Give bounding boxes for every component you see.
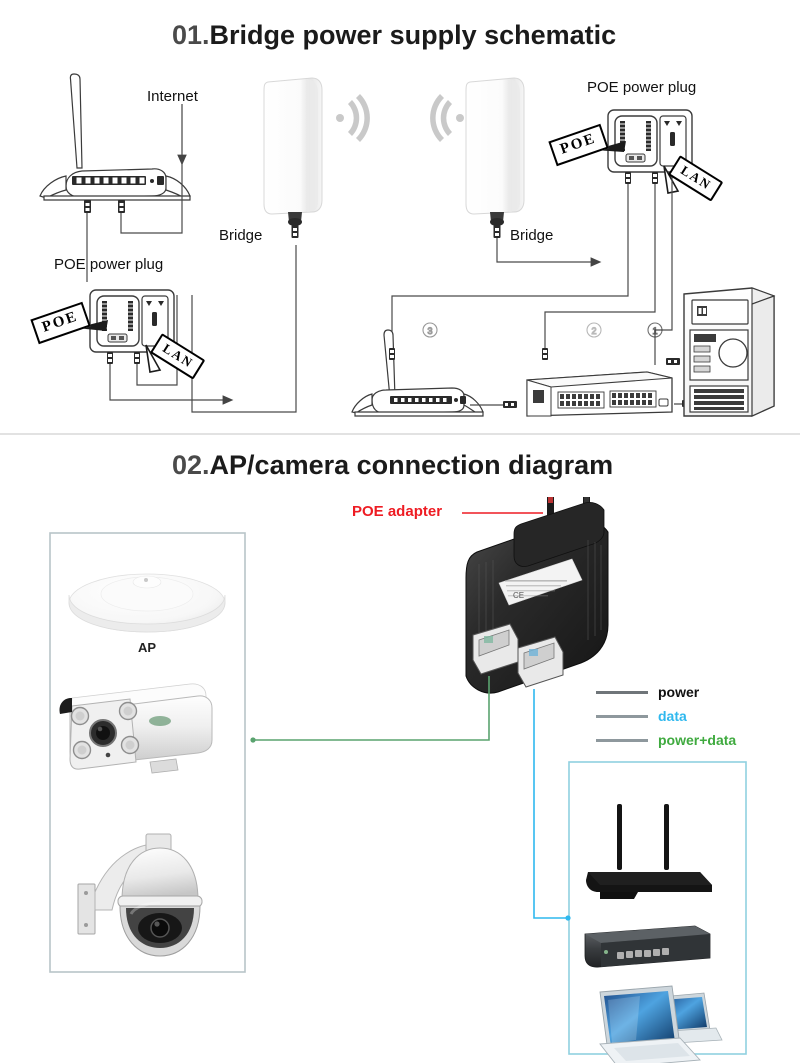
section-02-number: 02. xyxy=(172,450,210,480)
svg-text:2: 2 xyxy=(591,326,596,336)
wifi-router-icon xyxy=(586,804,712,899)
cable-data-to-network xyxy=(533,689,568,919)
section-02-graphics: CE xyxy=(49,497,747,1063)
left-device-group-box xyxy=(49,532,246,973)
wireless-router-right-icon xyxy=(351,329,484,417)
cable-marker-2: 2 xyxy=(586,322,602,338)
section-01-text: Bridge power supply schematic xyxy=(209,20,617,50)
legend-label-data: data xyxy=(658,708,687,724)
section-01-graphics: 3 2 1 xyxy=(39,73,776,417)
cable-powerdata-to-cameras xyxy=(253,676,490,741)
router-left-jacks xyxy=(84,200,125,213)
legend-swatch-power xyxy=(596,690,648,694)
legend-item-powerdata: power+data xyxy=(596,728,736,752)
bridge-cpe-left-icon xyxy=(263,77,323,238)
label-bridge-right: Bridge xyxy=(510,227,554,244)
wireless-router-left-icon xyxy=(39,73,191,201)
poe-adapter-port-lan xyxy=(472,623,519,675)
legend: power data power+data xyxy=(596,680,736,752)
bridge-cpe-right-icon xyxy=(465,77,525,238)
legend-label-powerdata: power+data xyxy=(658,732,737,748)
label-internet: Internet xyxy=(147,88,198,105)
label-bridge-left: Bridge xyxy=(219,227,263,244)
section-01-title: 01.Bridge power supply schematic xyxy=(172,20,616,51)
label-poe-power-plug-right: POE power plug xyxy=(587,79,697,96)
svg-text:1: 1 xyxy=(652,326,657,336)
desktop-computer-icon xyxy=(683,287,776,417)
ceiling-ap-icon xyxy=(68,573,226,633)
bullet-camera-icon xyxy=(59,683,213,774)
legend-item-power: power xyxy=(596,680,736,704)
legend-item-data: data xyxy=(596,704,736,728)
cable-marker-1: 1 xyxy=(647,322,663,338)
poe-adapter-port-poe xyxy=(517,636,564,688)
label-poe-adapter: POE adapter xyxy=(352,503,443,520)
section-01-number: 01. xyxy=(172,20,210,50)
ethernet-switch-icon xyxy=(584,925,711,968)
poe-injector-right-icon xyxy=(607,109,693,184)
svg-text:3: 3 xyxy=(427,326,432,336)
section-02-text: AP/camera connection diagram xyxy=(209,450,614,480)
poe-adapter-icon: CE xyxy=(465,497,609,694)
label-ap: AP xyxy=(138,640,156,655)
section-02-title: 02.AP/camera connection diagram xyxy=(172,450,613,481)
svg-text:CE: CE xyxy=(513,591,524,600)
cable-marker-3: 3 xyxy=(422,322,438,338)
laptops-icon xyxy=(599,985,723,1063)
network-switch-icon xyxy=(526,371,673,417)
poe-injector-left-icon xyxy=(89,289,175,364)
label-poe-power-plug-left: POE power plug xyxy=(54,256,164,273)
legend-swatch-powerdata xyxy=(596,738,648,742)
ptz-dome-camera-icon xyxy=(77,833,203,957)
wifi-signal-right-icon xyxy=(430,94,464,142)
legend-label-power: power xyxy=(658,684,700,700)
legend-swatch-data xyxy=(596,714,648,718)
section-divider xyxy=(0,433,800,435)
wifi-signal-left-icon xyxy=(336,94,370,142)
